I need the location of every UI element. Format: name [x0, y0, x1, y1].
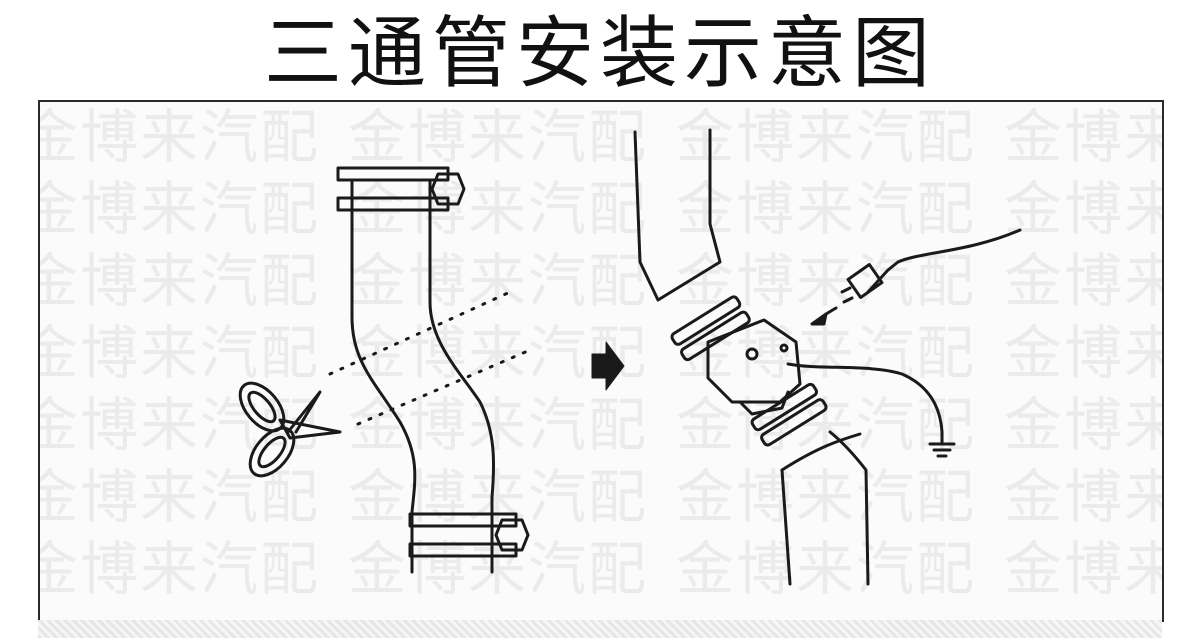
- cut-line: [328, 290, 532, 426]
- diagram-title: 三通管安装示意图: [263, 9, 936, 99]
- lower-hose-piece: [780, 430, 870, 586]
- sensor-plug-icon: [810, 228, 1022, 326]
- upper-hose-piece: [633, 128, 722, 302]
- installation-diagram: [238, 128, 1022, 586]
- bottom-clamp: [408, 512, 530, 558]
- bottom-border-strip: [38, 620, 1162, 638]
- original-hose: [350, 195, 496, 574]
- ground-symbol-icon: [928, 442, 956, 458]
- right-arrow-icon: [591, 341, 625, 391]
- tee-fitting: [670, 295, 828, 447]
- diagram-panel: 金博来汽配金博来汽配金博来汽配金博来汽配 金博来汽配金博来汽配金博来汽配金博来汽…: [38, 100, 1164, 622]
- scissors-icon: [238, 381, 342, 478]
- top-clamp: [336, 166, 466, 212]
- ground-wire: [786, 362, 944, 446]
